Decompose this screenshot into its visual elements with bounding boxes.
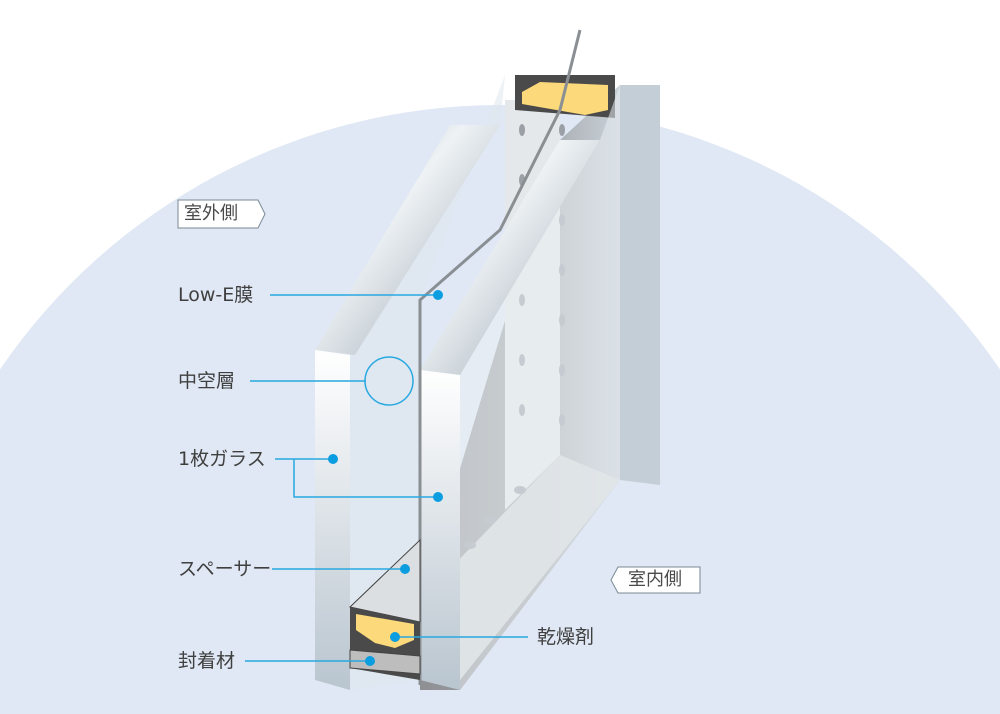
label-spacer: スペーサー	[178, 558, 272, 580]
inner-pane-side	[620, 85, 660, 485]
label-single-glass: 1枚ガラス	[178, 448, 266, 470]
label-desiccant: 乾燥剤	[537, 626, 595, 648]
outer-pane-face	[350, 75, 505, 690]
lowe-film-line	[418, 29, 582, 685]
label-sealant: 封着材	[178, 650, 236, 672]
top-desiccant	[522, 82, 608, 115]
inner-pane-top	[420, 140, 600, 375]
sealant	[349, 649, 421, 675]
label-hollow-layer: 中空層	[178, 370, 236, 392]
leader-dots	[328, 290, 443, 666]
label-lowe-film: Low-E膜	[178, 284, 254, 306]
indoor-side-tag: 室内側	[628, 569, 682, 590]
leader-lines	[245, 294, 528, 662]
indoor-tag-shape	[610, 566, 701, 594]
inner-pane-front-edge	[420, 370, 460, 690]
desiccant	[356, 614, 414, 648]
outer-pane-front-edge	[315, 350, 350, 690]
outer-pane-top	[315, 125, 500, 355]
outdoor-side-tag: 室外側	[184, 203, 238, 224]
outdoor-tag-shape	[177, 199, 266, 229]
inner-pane-face	[460, 85, 620, 690]
